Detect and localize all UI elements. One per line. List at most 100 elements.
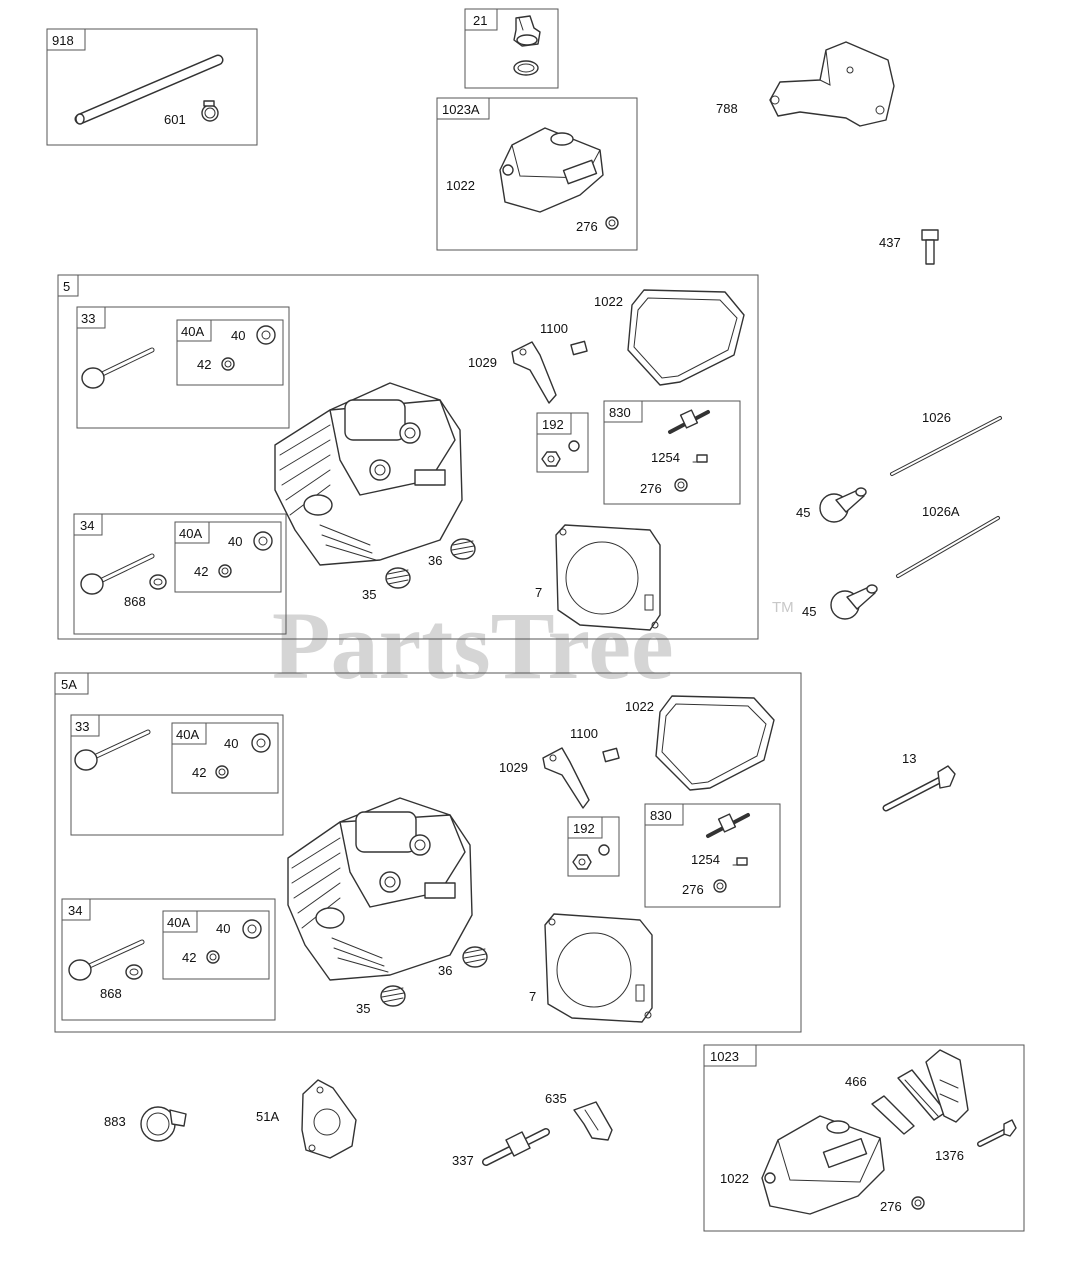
group-label-40a-b: 40A: [179, 526, 202, 541]
gasket-51a[interactable]: 51A: [256, 1079, 357, 1159]
valve-retainer-part-c[interactable]: [215, 765, 229, 779]
adjusting-screw-part-b[interactable]: [732, 857, 748, 866]
callout-1029-b: 1029: [499, 760, 528, 775]
rocker-arm-part-a[interactable]: [511, 341, 557, 404]
group-label-5a: 5A: [61, 677, 77, 692]
oil-fill-cap-part[interactable]: [513, 15, 541, 47]
valve-seal-part-c[interactable]: [251, 733, 271, 753]
callout-40-b: 40: [228, 534, 242, 549]
washer-part-276c[interactable]: [713, 879, 727, 893]
exhaust-valve-part-b[interactable]: [68, 939, 145, 981]
callout-42-c: 42: [192, 765, 206, 780]
nut-part-b[interactable]: [572, 844, 610, 870]
bracket-788[interactable]: 788: [716, 41, 895, 127]
head-gasket-part-b[interactable]: [544, 913, 653, 1023]
callout-1376: 1376: [935, 1148, 964, 1163]
washer-part-276d[interactable]: [911, 1196, 925, 1210]
valve-cover-part-top[interactable]: [499, 127, 604, 213]
intake-valve-part-a[interactable]: [81, 347, 155, 389]
callout-437: 437: [879, 235, 901, 250]
intake-valve-part-b[interactable]: [74, 729, 151, 771]
callout-1026a: 1026A: [922, 504, 960, 519]
valve-seal-part-d[interactable]: [242, 919, 262, 939]
group-5[interactable]: 5 33 40A 40 42: [57, 274, 759, 640]
bolt-437[interactable]: 437: [879, 229, 939, 265]
push-rod-1026[interactable]: 1026: [890, 410, 1002, 476]
callout-51a: 51A: [256, 1109, 279, 1124]
callout-601: 601: [164, 112, 186, 127]
spark-plug-boot-635[interactable]: 635: [545, 1091, 613, 1141]
rotator-part-a[interactable]: [149, 574, 167, 590]
valve-cover-gasket-part-a[interactable]: [627, 289, 745, 386]
group-label-34-a: 34: [80, 518, 94, 533]
valve-retainer-part-a[interactable]: [221, 357, 235, 371]
group-1023[interactable]: 1023 1022 466 1376: [703, 1044, 1025, 1232]
cylinder-head-part-b[interactable]: [287, 797, 473, 981]
rocker-pivot-part-a[interactable]: [570, 340, 588, 356]
push-rod-1026a[interactable]: 1026A: [896, 504, 1000, 578]
washer-part-276a[interactable]: [605, 216, 619, 230]
valve-cover-gasket-part-b[interactable]: [655, 695, 775, 791]
group-label-1023a: 1023A: [442, 102, 480, 117]
rocker-pivot-part-b[interactable]: [602, 747, 620, 763]
nut-part-a[interactable]: [541, 440, 580, 467]
callout-276-c: 276: [682, 882, 704, 897]
callout-466: 466: [845, 1074, 867, 1089]
group-1023a[interactable]: 1023A 1022 276: [436, 97, 638, 251]
tappet-45-a[interactable]: 45: [796, 487, 867, 523]
valve-spring-part-35b[interactable]: [380, 985, 406, 1007]
cylinder-head-part-a[interactable]: [274, 382, 463, 566]
bolt-13[interactable]: 13: [882, 751, 956, 812]
rotator-part-b[interactable]: [125, 964, 143, 980]
washer-part-276b[interactable]: [674, 478, 688, 492]
valve-retainer-part-b[interactable]: [218, 564, 232, 578]
group-label-5: 5: [63, 279, 70, 294]
valve-spring-part-36b[interactable]: [462, 946, 488, 968]
valve-spring-part-35a[interactable]: [385, 567, 411, 589]
rocker-stud-part-a[interactable]: [668, 409, 710, 434]
callout-1100-a: 1100: [540, 321, 568, 336]
callout-788: 788: [716, 101, 738, 116]
gasket-883[interactable]: 883: [104, 1106, 187, 1142]
group-918[interactable]: 918 601: [46, 28, 258, 146]
callout-868-a: 868: [124, 594, 146, 609]
callout-35-a: 35: [362, 587, 376, 602]
valve-seal-part-a[interactable]: [256, 325, 276, 345]
adjusting-screw-part-a[interactable]: [692, 454, 708, 463]
callout-276-b: 276: [640, 481, 662, 496]
exhaust-valve-part-a[interactable]: [80, 553, 155, 595]
tappet-45-b[interactable]: 45: [802, 584, 878, 620]
breather-assembly-part[interactable]: [925, 1049, 969, 1123]
callout-1022-a: 1022: [446, 178, 475, 193]
valve-retainer-part-d[interactable]: [206, 950, 220, 964]
group-label-21: 21: [473, 13, 487, 28]
group-label-40a-a: 40A: [181, 324, 204, 339]
group-label-918: 918: [52, 33, 74, 48]
breather-gasket-part[interactable]: [871, 1095, 915, 1135]
spark-plug-337[interactable]: 337: [452, 1128, 550, 1168]
valve-cover-part-bottom[interactable]: [761, 1115, 885, 1215]
head-gasket-part-a[interactable]: [555, 524, 661, 631]
screw-1376[interactable]: [977, 1119, 1017, 1147]
valve-seal-part-b[interactable]: [253, 531, 273, 551]
callout-40-c: 40: [224, 736, 238, 751]
callout-1100-b: 1100: [570, 726, 598, 741]
rocker-stud-part-b[interactable]: [706, 813, 750, 838]
hose-clamp-part[interactable]: [201, 100, 219, 122]
o-ring-part[interactable]: [513, 60, 539, 76]
group-label-40a-d: 40A: [167, 915, 190, 930]
breather-tube-part[interactable]: [74, 54, 224, 125]
group-label-40a-c: 40A: [176, 727, 199, 742]
group-label-34-b: 34: [68, 903, 82, 918]
callout-7-a: 7: [535, 585, 542, 600]
group-label-33-a: 33: [81, 311, 95, 326]
rocker-arm-part-b[interactable]: [542, 747, 590, 809]
group-5a[interactable]: 5A 33 40A 40 42: [54, 672, 802, 1033]
callout-40-a: 40: [231, 328, 245, 343]
callout-13: 13: [902, 751, 916, 766]
group-21[interactable]: 21: [464, 8, 559, 89]
valve-spring-part-36a[interactable]: [450, 538, 476, 560]
callout-883: 883: [104, 1114, 126, 1129]
callout-45-b: 45: [802, 604, 816, 619]
